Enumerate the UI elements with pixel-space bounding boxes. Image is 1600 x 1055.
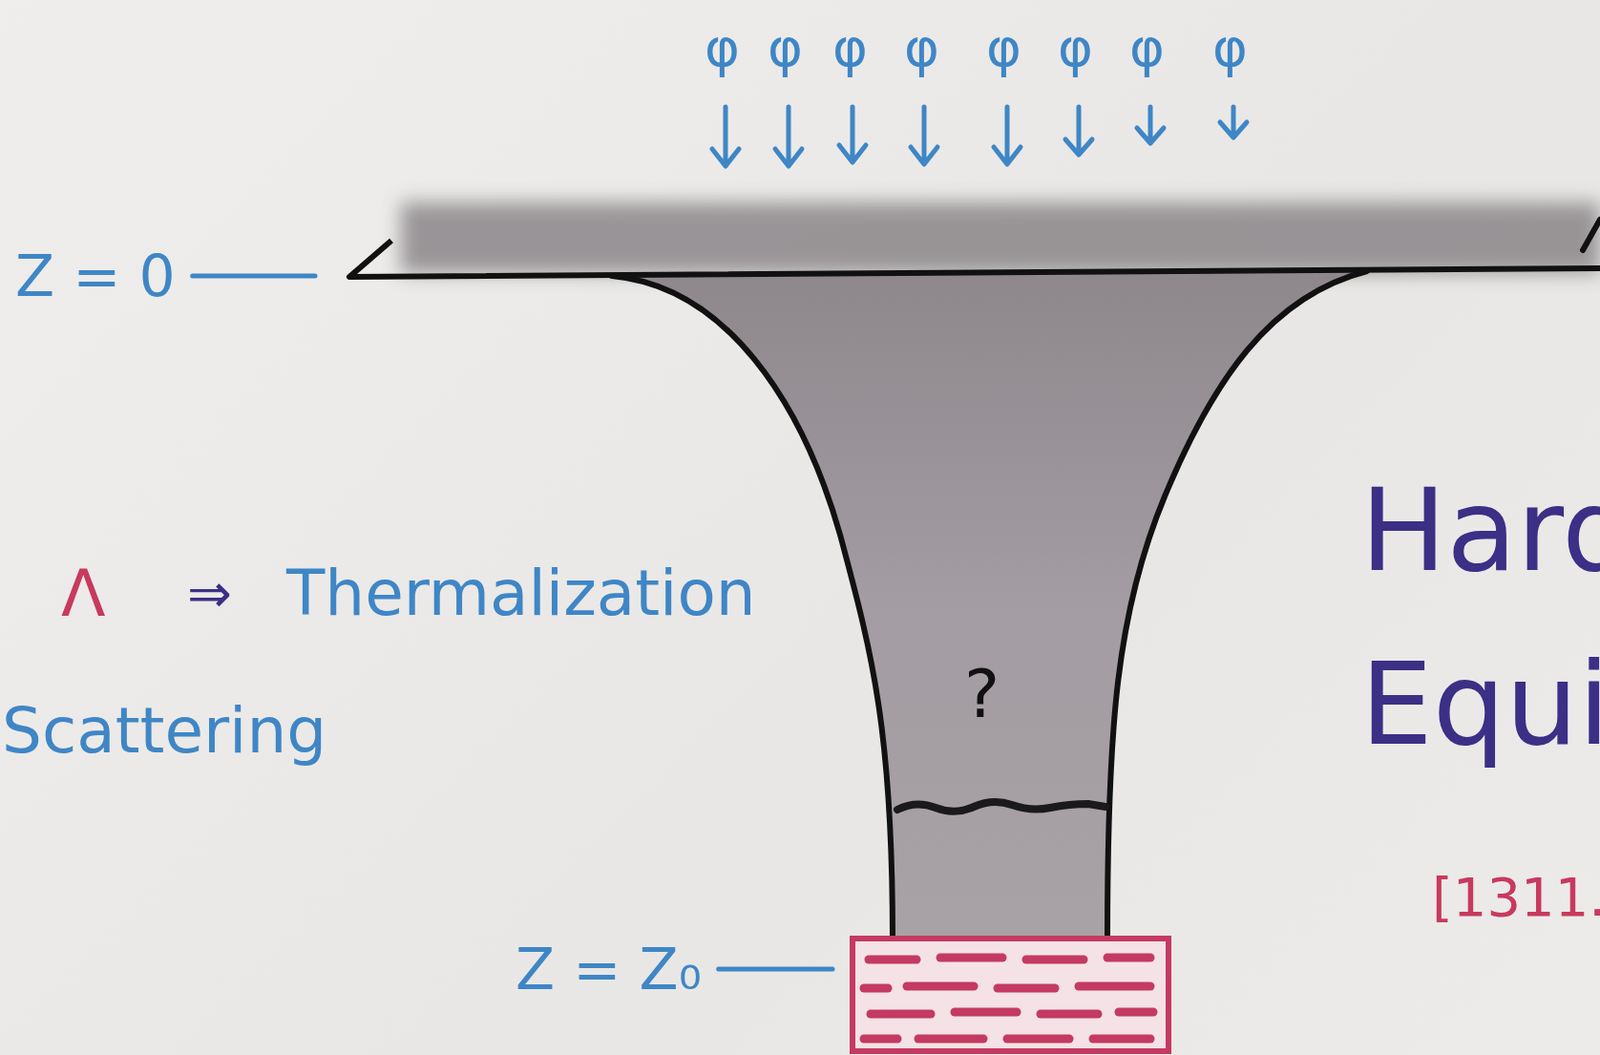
boundary-line [349,240,1600,277]
throat-wall [1107,271,1368,939]
title-fragment: Equi [1360,647,1600,762]
boundary-hook [1582,219,1600,251]
field-symbol: φ [1212,21,1248,75]
implies-symbol: ⇒ [187,567,232,621]
field-symbol: φ [704,21,740,75]
infall-arrows [712,106,1247,167]
field-symbol: φ [767,21,803,75]
field-symbol: φ [986,21,1022,75]
process-label: Thermalization [286,562,757,626]
process-label: Scattering [1,699,327,763]
boundary-shadow [400,202,1600,274]
level-tick [718,967,833,972]
unknown-mark: ? [964,660,1000,728]
field-symbol: φ [904,21,940,75]
boundary-coordinate: Z = 0 [15,247,176,305]
level-ticks [192,275,833,969]
field-symbol: φ [1129,21,1165,75]
title-fragment: Hardw [1360,473,1600,589]
hard-wall [852,938,1169,1052]
wavefront [897,801,1106,812]
level-tick [192,273,316,279]
reference-fragment: [1311.7 [1431,870,1600,925]
wall-coordinate: Z = Z₀ [515,940,702,998]
field-symbol: φ [832,21,868,75]
field-symbol: φ [1057,21,1094,75]
cutoff-symbol: Λ [61,561,106,627]
